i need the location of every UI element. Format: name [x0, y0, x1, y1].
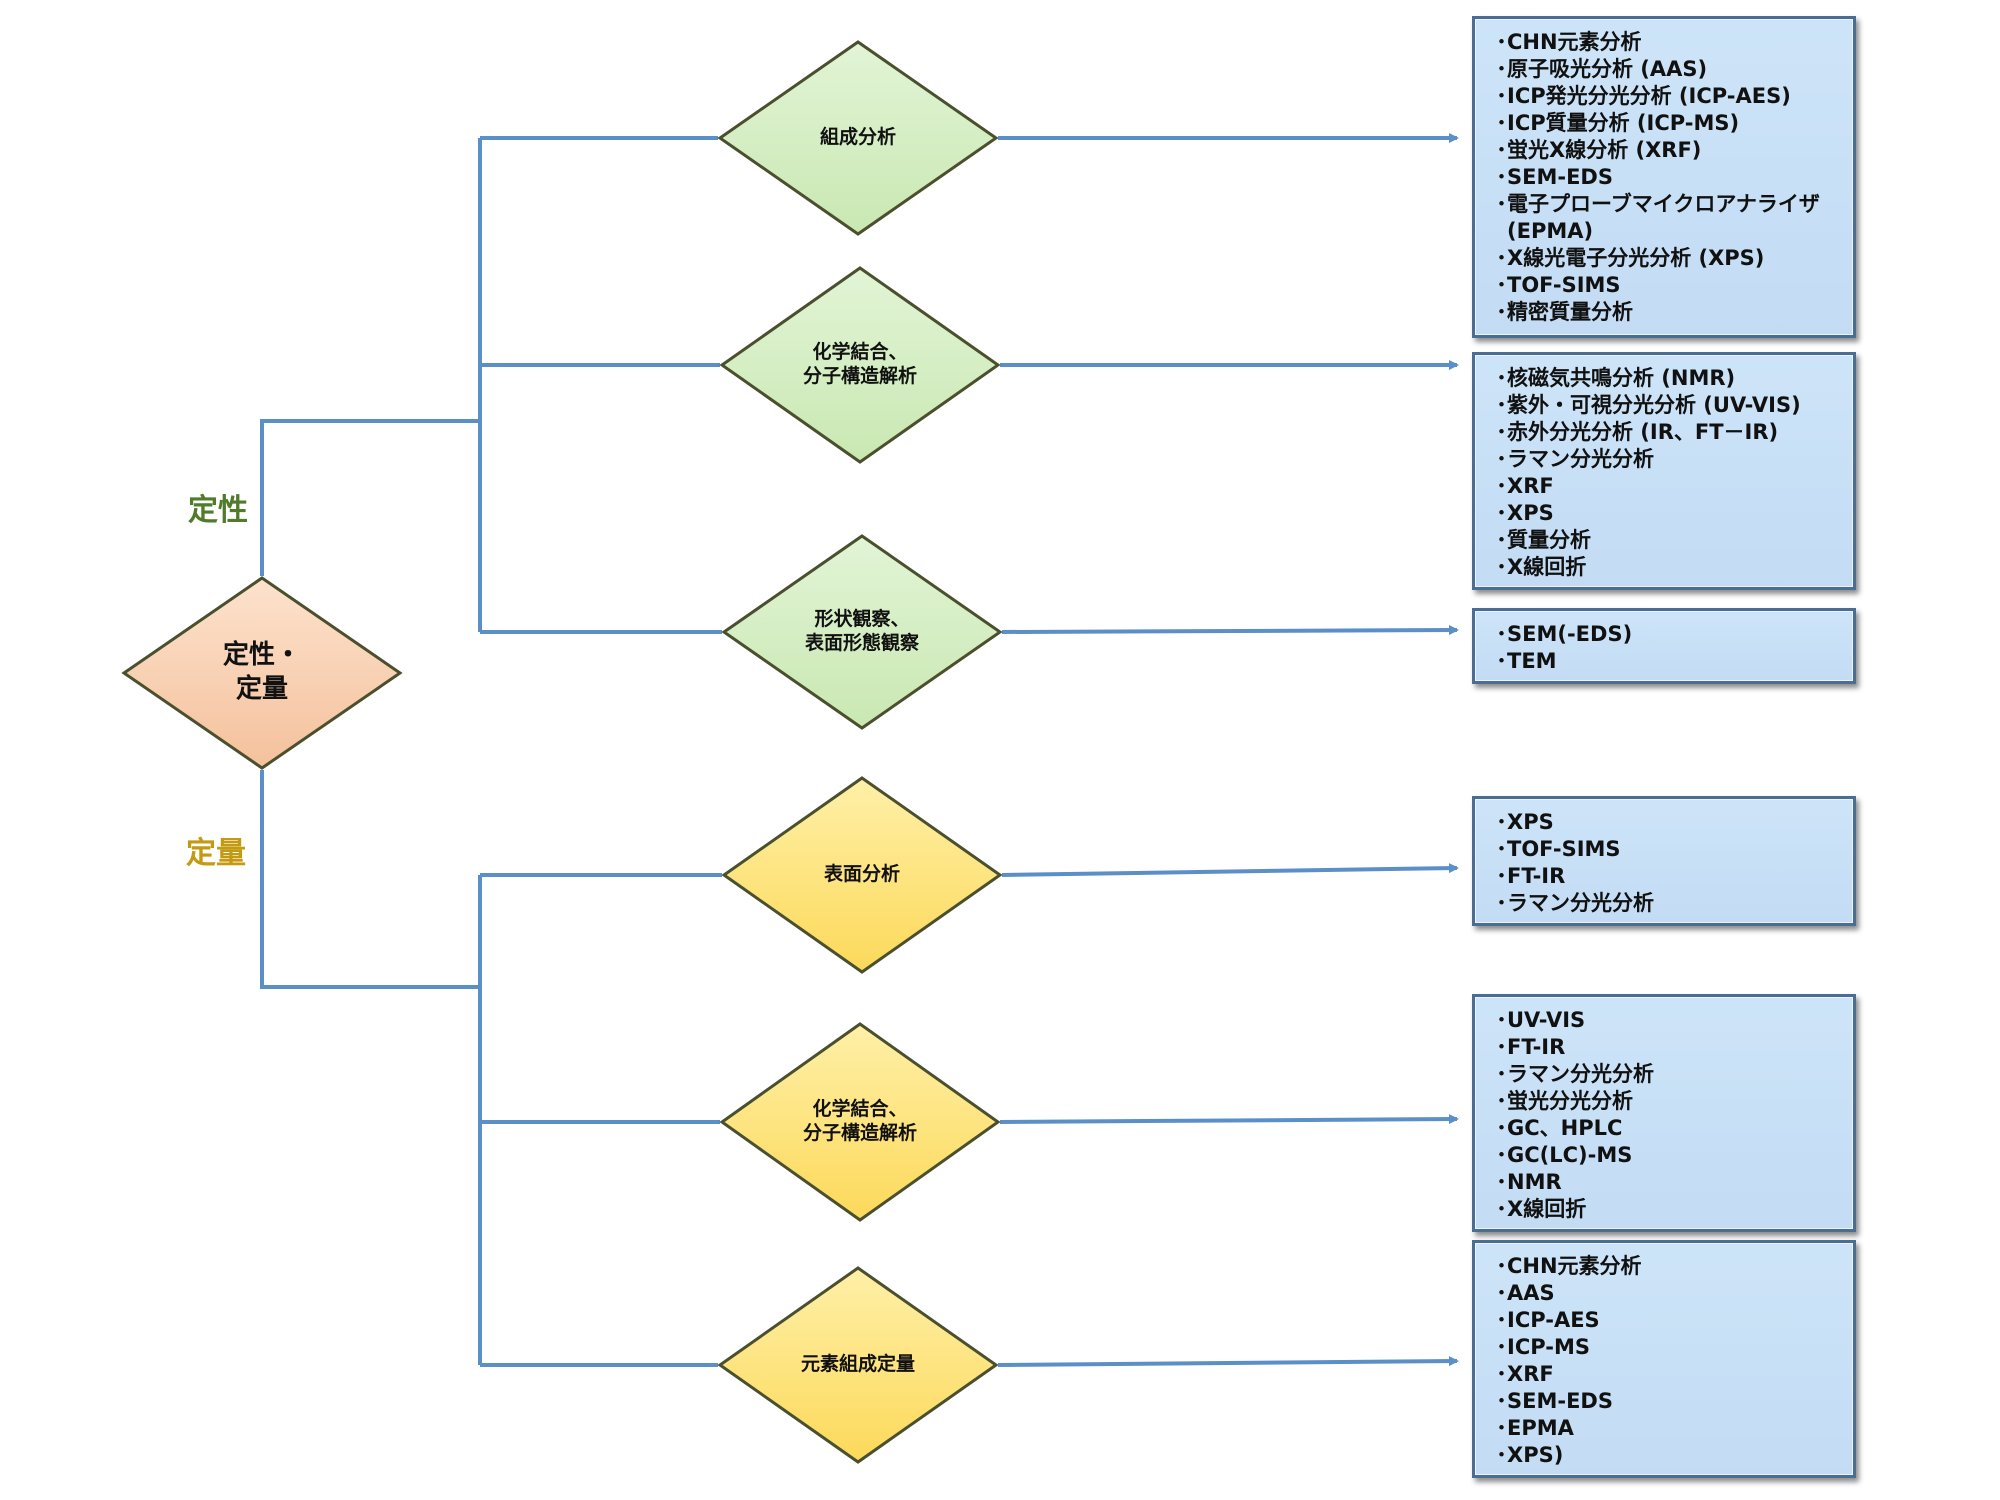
result-item: ・質量分析 — [1491, 528, 1591, 552]
quantitative-branch-line — [260, 770, 480, 989]
result-item: ・精密質量分析 — [1491, 300, 1633, 324]
result-item: ・AAS — [1491, 1281, 1555, 1305]
result-item: ・TOF-SIMS — [1491, 837, 1621, 861]
result-item: ・ラマン分光分析 — [1491, 891, 1654, 915]
root-decision-diamond: 定性・ 定量 — [121, 576, 403, 770]
result-item: ・XPS) — [1491, 1443, 1564, 1467]
result-item: ・FT-IR — [1491, 864, 1566, 888]
result-item: ・X線回折 — [1491, 555, 1587, 579]
result-item: ・XRF — [1491, 1362, 1554, 1386]
result-item: ・SEM(-EDS) — [1491, 622, 1633, 646]
result-item: ・SEM-EDS — [1491, 165, 1613, 189]
chemical-structure-quant-results-box: ・UV-VIS ・FT-IR ・ラマン分光分析 ・蛍光分光分析 ・GC、HPLC… — [1472, 994, 1856, 1232]
result-item: ・蛍光X線分析 (XRF) — [1491, 138, 1702, 162]
result-item-continuation: (EPMA) — [1507, 219, 1594, 243]
result-item: ・ICP質量分析 (ICP-MS) — [1491, 111, 1740, 135]
result-item: ・蛍光分光分析 — [1491, 1089, 1633, 1113]
result-item: ・XRF — [1491, 474, 1554, 498]
result-item: ・ラマン分光分析 — [1491, 447, 1654, 471]
result-item: ・SEM-EDS — [1491, 1389, 1613, 1413]
chemical-structure-qual-diamond: 化学結合、 分子構造解析 — [719, 266, 1001, 464]
elemental-quant-diamond: 元素組成定量 — [717, 1266, 999, 1464]
result-item: ・ICP-AES — [1491, 1308, 1600, 1332]
result-item: ・TOF-SIMS — [1491, 273, 1621, 297]
morphology-results-box: ・SEM(-EDS) ・TEM — [1472, 608, 1856, 684]
chemical-structure-qual-diamond-shape — [719, 266, 1001, 464]
result-item: ・GC(LC)-MS — [1491, 1143, 1633, 1167]
result-item: ・GC、HPLC — [1491, 1116, 1623, 1140]
chemical-structure-quant-label: 化学結合、 分子構造解析 — [802, 1098, 917, 1144]
composition-label: 組成分析 — [819, 126, 896, 149]
result-item: ・ラマン分光分析 — [1491, 1062, 1654, 1086]
result-item: ・XPS — [1491, 810, 1554, 834]
result-item: ・NMR — [1491, 1170, 1562, 1194]
arrow-surface — [1001, 863, 1459, 877]
chemical-structure-qual-results-box: ・核磁気共鳴分析 (NMR) ・紫外・可視分光分析 (UV-VIS) ・赤外分光… — [1472, 352, 1856, 590]
composition-diamond-shape — [717, 40, 999, 236]
chemical-structure-quant-diamond-shape — [719, 1022, 1001, 1222]
result-item: ・原子吸光分析 (AAS) — [1491, 57, 1708, 81]
chemical-structure-qual-label: 化学結合、 分子構造解析 — [802, 341, 917, 387]
result-item: ・X線光電子分光分析 (XPS) — [1491, 246, 1765, 270]
result-item: ・XPS — [1491, 501, 1554, 525]
composition-results-box: ・CHN元素分析 ・原子吸光分析 (AAS) ・ICP発光分光分析 (ICP-A… — [1472, 16, 1856, 338]
surface-results-box: ・XPS ・TOF-SIMS ・FT-IR ・ラマン分光分析 — [1472, 796, 1856, 926]
result-item: ・CHN元素分析 — [1491, 1254, 1642, 1278]
morphology-label: 形状観察、 表面形態観察 — [804, 608, 919, 654]
elemental-quant-results-box: ・CHN元素分析 ・AAS ・ICP-AES ・ICP-MS ・XRF ・SEM… — [1472, 1240, 1856, 1478]
arrow-morphology — [1001, 625, 1459, 636]
surface-diamond-shape — [721, 776, 1003, 974]
result-item: ・TEM — [1491, 649, 1557, 673]
result-item: ・赤外分光分析 (IR、FT－IR) — [1491, 420, 1779, 444]
root-diamond-shape — [121, 576, 403, 770]
elemental-quant-label: 元素組成定量 — [800, 1353, 915, 1376]
result-item: ・EPMA — [1491, 1416, 1574, 1440]
arrow-elemental-quant — [997, 1356, 1459, 1367]
result-item: ・UV-VIS — [1491, 1008, 1586, 1032]
result-item: ・X線回折 — [1491, 1197, 1587, 1221]
surface-diamond: 表面分析 — [721, 776, 1003, 974]
result-item: ・電子プローブマイクロアナライザ — [1491, 192, 1820, 216]
result-item: ・ICP発光分光分析 (ICP-AES) — [1491, 84, 1791, 108]
qualitative-branch-label: 定性 — [188, 493, 248, 528]
morphology-diamond-shape — [721, 534, 1003, 730]
result-item: ・CHN元素分析 — [1491, 30, 1642, 54]
result-item: ・紫外・可視分光分析 (UV-VIS) — [1491, 393, 1801, 417]
surface-label: 表面分析 — [823, 863, 900, 886]
root-diamond-label: 定性・ 定量 — [222, 640, 301, 704]
morphology-diamond: 形状観察、 表面形態観察 — [721, 534, 1003, 730]
qualitative-branch-line — [260, 419, 480, 576]
arrow-chemical-structure-quant — [999, 1114, 1459, 1125]
result-item: ・ICP-MS — [1491, 1335, 1590, 1359]
elemental-quant-diamond-shape — [717, 1266, 999, 1464]
quantitative-branch-label: 定量 — [186, 836, 246, 871]
composition-diamond: 組成分析 — [717, 40, 999, 236]
chemical-structure-quant-diamond: 化学結合、 分子構造解析 — [719, 1022, 1001, 1222]
result-item: ・核磁気共鳴分析 (NMR) — [1491, 366, 1736, 390]
result-item: ・FT-IR — [1491, 1035, 1566, 1059]
